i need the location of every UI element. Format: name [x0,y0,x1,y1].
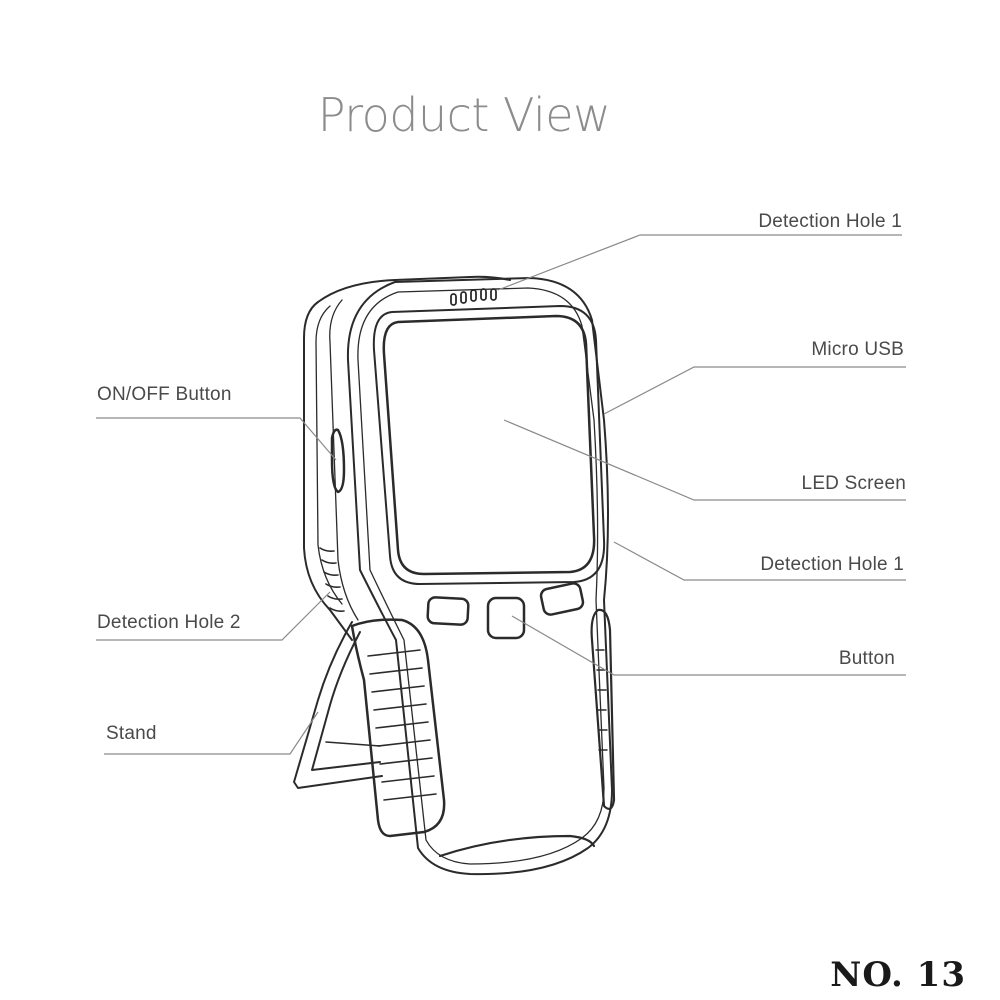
front-buttons [426,582,585,640]
led-screen [382,314,596,576]
stand-drawing [293,621,383,789]
on-off-button-drawing [330,428,346,494]
leader-stand [104,711,319,755]
model-number-badge: NO. 13 [830,955,966,995]
leader-detection-hole-1-side [613,541,906,581]
leader-button [511,615,906,676]
leader-detection-hole-1-top [497,234,902,291]
leader-led-screen [503,419,906,501]
label-button: Button [838,648,895,669]
detection-holes-side [319,547,345,612]
led-screen-bezel [372,305,606,585]
left-grip [350,618,446,838]
page-title: Product View [317,88,611,142]
label-detection-hole-2: Detection Hole 2 [97,612,241,633]
label-detection-hole-1-side: Detection Hole 1 [760,554,904,575]
label-on-off-button: ON/OFF Button [97,384,232,405]
leader-detection-hole-2 [96,591,331,641]
label-micro-usb: Micro USB [811,339,904,360]
leader-micro-usb [603,366,906,415]
label-detection-hole-1-top: Detection Hole 1 [758,211,902,232]
label-led-screen: LED Screen [801,473,906,494]
right-grip [590,608,616,810]
leader-on-off [96,417,337,461]
device-body [346,277,613,876]
detection-holes-top [450,288,497,306]
leader-lines [96,234,906,755]
device-side-shell [317,275,511,303]
label-stand: Stand [106,723,157,744]
